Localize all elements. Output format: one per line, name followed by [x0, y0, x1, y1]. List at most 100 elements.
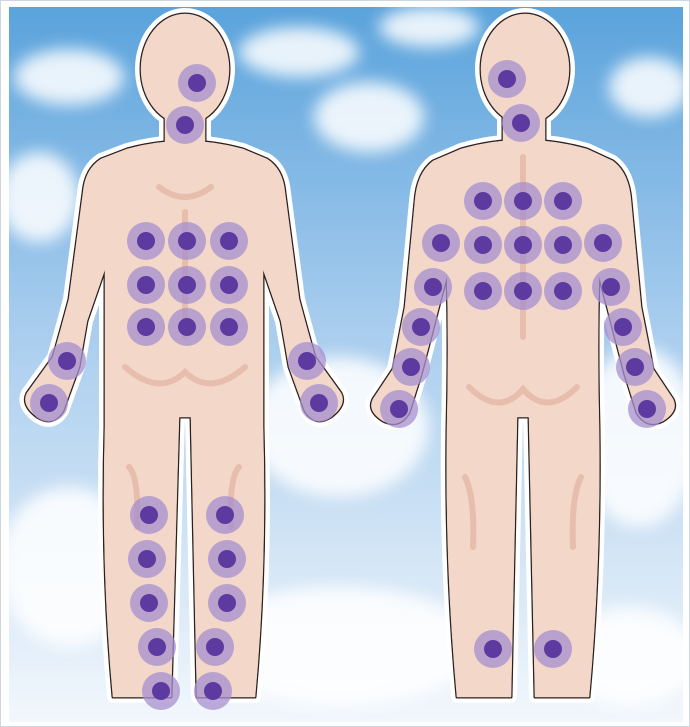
- marker-core: [554, 282, 572, 300]
- marker: [30, 384, 68, 422]
- marker-core: [220, 232, 238, 250]
- marker: [48, 342, 86, 380]
- marker: [206, 496, 244, 534]
- marker: [142, 672, 180, 710]
- marker-core: [474, 282, 492, 300]
- marker-core: [432, 234, 450, 252]
- marker-core: [424, 278, 442, 296]
- marker: [168, 266, 206, 304]
- marker-core: [638, 400, 656, 418]
- marker: [127, 266, 165, 304]
- marker-core: [218, 550, 236, 568]
- marker: [584, 224, 622, 262]
- cloud: [379, 7, 479, 47]
- marker-core: [474, 192, 492, 210]
- marker-core: [594, 234, 612, 252]
- marker: [504, 226, 542, 264]
- marker: [534, 630, 572, 668]
- marker: [414, 268, 452, 306]
- marker: [616, 348, 654, 386]
- marker-core: [137, 232, 155, 250]
- marker: [128, 540, 166, 578]
- marker: [544, 226, 582, 264]
- marker-core: [218, 594, 236, 612]
- marker-core: [178, 232, 196, 250]
- cloud: [239, 27, 359, 77]
- marker-core: [216, 506, 234, 524]
- marker: [402, 308, 440, 346]
- marker-core: [602, 278, 620, 296]
- marker-group-back-upper: [464, 182, 582, 310]
- marker-core: [40, 394, 58, 412]
- marker-core: [220, 276, 238, 294]
- marker: [502, 104, 540, 142]
- marker: [300, 384, 338, 422]
- marker: [504, 272, 542, 310]
- marker-core: [474, 236, 492, 254]
- marker-core: [402, 358, 420, 376]
- marker: [127, 222, 165, 260]
- marker: [130, 496, 168, 534]
- marker-group-front-torso: [127, 222, 248, 346]
- marker-core: [148, 638, 166, 656]
- body-map-diagram: [9, 7, 683, 722]
- marker: [392, 348, 430, 386]
- marker: [130, 584, 168, 622]
- marker: [544, 272, 582, 310]
- marker-core: [626, 358, 644, 376]
- marker: [208, 584, 246, 622]
- marker-core: [484, 640, 502, 658]
- marker: [178, 64, 216, 102]
- marker-core: [58, 352, 76, 370]
- marker-core: [310, 394, 328, 412]
- marker: [210, 308, 248, 346]
- marker-core: [412, 318, 430, 336]
- marker-core: [140, 506, 158, 524]
- marker: [138, 628, 176, 666]
- marker-core: [178, 318, 196, 336]
- marker-core: [138, 550, 156, 568]
- body-map-svg: [9, 7, 683, 722]
- marker: [504, 182, 542, 220]
- marker: [544, 182, 582, 220]
- marker-core: [220, 318, 238, 336]
- marker-core: [514, 192, 532, 210]
- cloud: [14, 49, 124, 105]
- marker-core: [188, 74, 206, 92]
- marker: [208, 540, 246, 578]
- marker-core: [544, 640, 562, 658]
- marker: [628, 390, 666, 428]
- marker: [464, 226, 502, 264]
- marker: [474, 630, 512, 668]
- marker: [488, 60, 526, 98]
- marker-core: [512, 114, 530, 132]
- marker: [380, 390, 418, 428]
- marker: [604, 308, 642, 346]
- marker-core: [498, 70, 516, 88]
- marker-core: [298, 352, 316, 370]
- marker: [127, 308, 165, 346]
- marker: [168, 222, 206, 260]
- marker-core: [137, 276, 155, 294]
- marker: [288, 342, 326, 380]
- marker-core: [206, 638, 224, 656]
- marker-core: [390, 400, 408, 418]
- marker-core: [554, 192, 572, 210]
- marker-core: [554, 236, 572, 254]
- marker-core: [137, 318, 155, 336]
- marker-core: [178, 276, 196, 294]
- marker: [592, 268, 630, 306]
- marker: [194, 672, 232, 710]
- marker: [166, 106, 204, 144]
- marker-core: [152, 682, 170, 700]
- cloud: [314, 82, 424, 152]
- marker: [210, 266, 248, 304]
- marker-core: [204, 682, 222, 700]
- marker-core: [140, 594, 158, 612]
- marker: [210, 222, 248, 260]
- marker: [464, 272, 502, 310]
- marker: [196, 628, 234, 666]
- marker: [168, 308, 206, 346]
- marker-core: [176, 116, 194, 134]
